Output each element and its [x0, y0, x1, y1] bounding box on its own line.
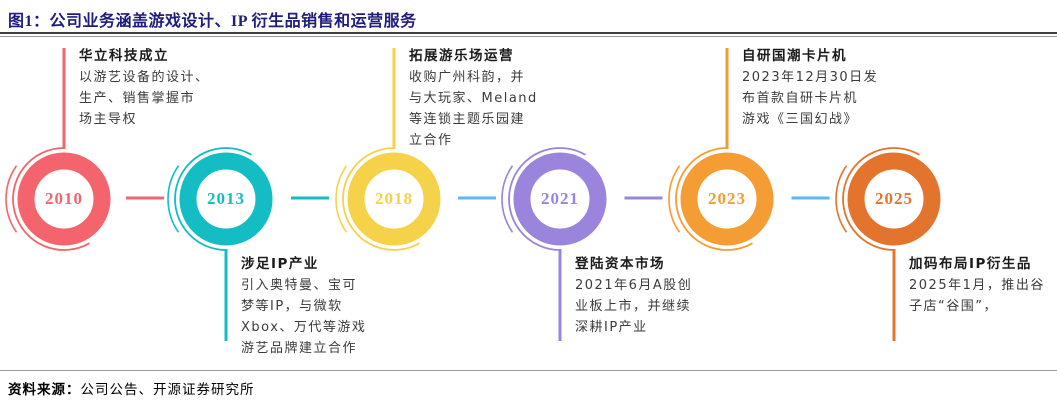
milestone-line: 游戏《三国幻战》	[742, 112, 859, 127]
decor-arc-2023	[668, 165, 681, 233]
milestone-line: 2025年1月，推出谷	[909, 278, 1045, 293]
figure-title: 图1：公司业务涵盖游戏设计、IP 衍生品销售和运营服务	[8, 13, 417, 30]
connector-arc-2013	[174, 147, 252, 251]
decor-arc-2021	[501, 165, 514, 233]
year-ring-2021	[513, 152, 607, 246]
title-rule-thick	[0, 32, 1057, 34]
milestone-line: 2021年6月A股创	[575, 278, 693, 293]
year-ring-2023	[680, 152, 774, 246]
year-ring-2018	[347, 152, 441, 246]
milestone-title: 拓展游乐场运营	[409, 48, 514, 64]
source-line: 资料来源：公司公告、开源证券研究所	[8, 378, 255, 398]
connector-arc-2025	[842, 147, 920, 251]
connector-arc-2023	[675, 147, 753, 251]
title-rule-thin	[0, 36, 1057, 37]
milestone-line: 深耕IP产业	[575, 320, 648, 335]
milestone-line: 等连锁主题乐园建	[409, 112, 526, 127]
milestone-text-block-2025: 加码布局IP衍生品 2025年1月，推出谷子店“谷围”，	[909, 254, 1045, 317]
milestone-line: 生产、销售掌握市	[79, 91, 196, 106]
milestone-line: 布首款自研卡片机	[742, 91, 859, 106]
milestone-text-block-2021: 登陆资本市场 2021年6月A股创业板上市，并继续深耕IP产业	[575, 254, 692, 338]
milestone-line: 收购广州科韵，并	[409, 70, 526, 85]
milestone-title: 自研国潮卡片机	[742, 48, 847, 64]
milestone-line: 子店“谷围”，	[909, 299, 998, 314]
milestone-line: 引入奥特曼、宝可	[241, 278, 358, 293]
milestone-line: 2023年12月30日发	[742, 70, 879, 85]
year-label-2023: 2023	[708, 189, 746, 208]
connector-arc-2021	[508, 147, 586, 251]
milestone-title: 加码布局IP衍生品	[909, 256, 1032, 272]
milestone-line: Xbox、万代等游戏	[241, 320, 367, 335]
source-text: 公司公告、开源证券研究所	[80, 382, 255, 398]
milestone-line: 与大玩家、Meland	[409, 91, 538, 106]
decor-arc-2025	[835, 165, 848, 233]
milestone-text-block-2018: 拓展游乐场运营收购广州科韵，并与大玩家、Meland 等连锁主题乐园建立合作	[409, 46, 538, 151]
milestone-line: 立合作	[409, 133, 453, 148]
milestone-text-block-2010: 华立科技成立以游艺设备的设计、生产、销售掌握市场主导权	[79, 46, 210, 130]
milestone-title: 华立科技成立	[79, 48, 169, 64]
milestone-line: 场主导权	[79, 112, 138, 127]
milestone-text-block-2013: 涉足IP产业引入奥特曼、宝可梦等IP，与微软 Xbox、万代等游戏游艺品牌建立合作	[241, 254, 366, 359]
year-label-2013: 2013	[207, 189, 245, 208]
milestone-line: 以游艺设备的设计、	[79, 70, 210, 85]
decor-arc-2010	[5, 165, 18, 233]
footer-rule	[0, 370, 1057, 371]
year-ring-2013	[179, 152, 273, 246]
milestone-line: 梦等IP，与微软	[241, 299, 343, 314]
year-ring-2025	[847, 152, 941, 246]
connector-arc-2010	[12, 147, 90, 251]
milestone-text-block-2023: 自研国潮卡片机 2023年12月30日发布首款自研卡片机游戏《三国幻战》	[742, 46, 878, 130]
decor-arc-2018	[335, 165, 348, 233]
milestone-title: 涉足IP产业	[241, 256, 319, 272]
year-label-2025: 2025	[875, 189, 913, 208]
connector-arc-2018	[342, 147, 420, 251]
year-label-2018: 2018	[375, 189, 413, 208]
milestone-line: 业板上市，并继续	[575, 299, 692, 314]
milestone-line: 游艺品牌建立合作	[241, 341, 358, 356]
source-label: 资料来源：	[8, 382, 81, 398]
year-label-2021: 2021	[541, 189, 579, 208]
milestone-title: 登陆资本市场	[575, 256, 665, 272]
year-ring-2010	[17, 152, 111, 246]
year-label-2010: 2010	[45, 189, 83, 208]
decor-arc-2013	[167, 165, 180, 233]
